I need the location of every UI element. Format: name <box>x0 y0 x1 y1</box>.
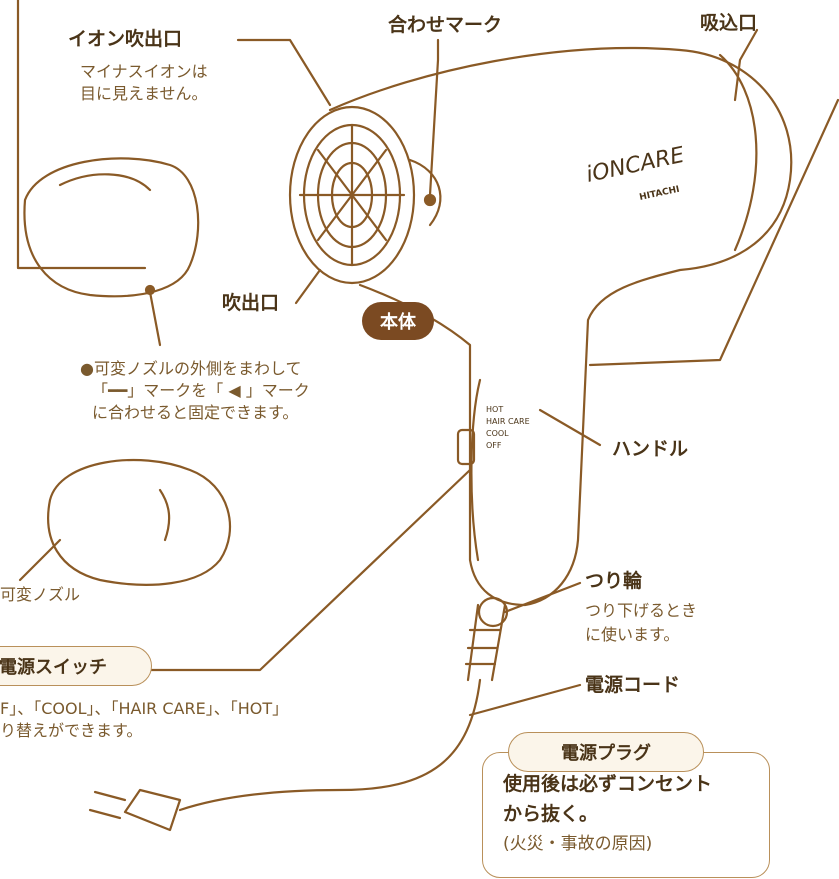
nozzle-detail-1 <box>23 157 200 298</box>
front-grill-ring <box>288 105 416 285</box>
plug-warning-box: 使用後は必ずコンセント から抜く。 (火災・事故の原因) <box>482 752 770 878</box>
dryer-body-outline <box>328 46 793 607</box>
nozzle-note-line2: 「━━」マークを「 ◀ 」マーク <box>92 381 310 400</box>
plug-warning-line2: から抜く。 <box>503 803 599 825</box>
plug-warning-line3: (火災・事故の原因) <box>503 834 653 854</box>
power-switch-note-line1: F」、「COOL」、「HAIR CARE」、「HOT」 <box>0 699 289 718</box>
switch-slider <box>456 428 476 466</box>
switch-hot-label: HOT <box>486 405 503 414</box>
dryer-intake-rim <box>718 53 758 252</box>
handle-label: ハンドル <box>612 438 689 460</box>
plug-warning-line1: 使用後は必ずコンセント <box>503 773 713 795</box>
switch-haircare-label: HAIR CARE <box>486 417 530 426</box>
switch-panel <box>470 378 482 562</box>
variable-nozzle-label: 可変ノズル <box>0 585 81 604</box>
hang-ring-note-line1: つり下げるとき <box>585 601 698 620</box>
plug-shape <box>123 788 182 832</box>
hang-ring-label: つり輪 <box>585 570 643 592</box>
ion-outlet-label: イオン吹出口 <box>68 28 183 50</box>
switch-cool-label: COOL <box>486 429 509 438</box>
power-cord-label: 電源コード <box>585 674 681 696</box>
ion-note-line1: マイナスイオンは <box>80 62 208 81</box>
switch-off-label: OFF <box>486 441 502 450</box>
power-switch-pill: 電源スイッチ <box>0 646 152 686</box>
nozzle-detail-2 <box>47 458 232 586</box>
power-plug-pill: 電源プラグ <box>508 732 704 772</box>
hang-ring-note-line2: に使います。 <box>585 625 680 644</box>
align-mark-dot <box>423 193 437 207</box>
nozzle-note-line1: ●可変ノズルの外側をまわして <box>80 359 302 378</box>
nozzle-note-line3: に合わせると固定できます。 <box>92 403 299 422</box>
brand-maker: HITACHI <box>639 185 681 203</box>
power-switch-note-line2: り替えができます。 <box>0 721 143 740</box>
outlet-label: 吹出口 <box>222 292 280 314</box>
body-badge: 本体 <box>362 302 434 340</box>
brand-logo: iONCARE <box>584 143 687 188</box>
intake-label: 吸込口 <box>700 12 758 34</box>
power-cord-line <box>178 678 482 812</box>
align-mark-label: 合わせマーク <box>388 14 503 36</box>
ion-note-line2: 目に見えません。 <box>80 84 208 103</box>
